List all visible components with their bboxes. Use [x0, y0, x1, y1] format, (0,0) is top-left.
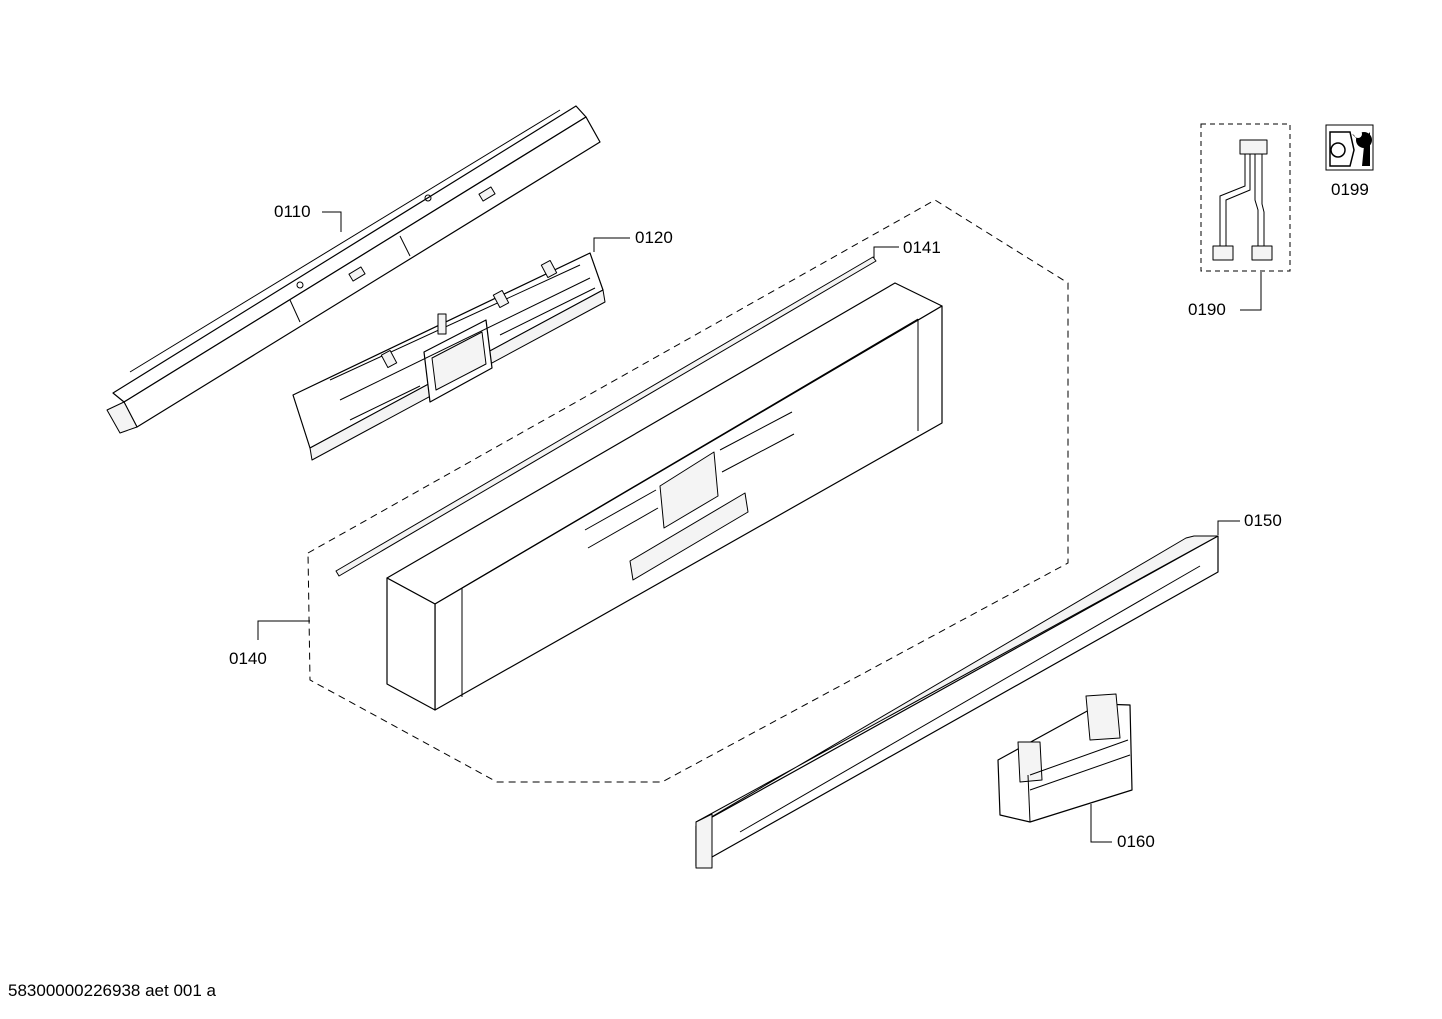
part-0140-control-panel[interactable] [386, 282, 943, 711]
part-0199-service-kit[interactable] [1325, 124, 1374, 171]
label-0120: 0120 [635, 228, 673, 247]
label-0150: 0150 [1244, 511, 1282, 530]
label-0190: 0190 [1188, 300, 1226, 319]
callout-0150: 0150 [1217, 511, 1282, 535]
label-0199: 0199 [1331, 180, 1369, 199]
group-outline-0140 [307, 199, 1069, 783]
label-0140: 0140 [229, 649, 267, 668]
callout-0141: 0141 [873, 238, 941, 258]
label-0110: 0110 [274, 202, 311, 221]
callout-0190: 0190 [1188, 272, 1262, 319]
part-0190-wiring-harness[interactable] [1200, 123, 1291, 272]
part-0150-lower-strip[interactable] [695, 535, 1219, 869]
part-0110-rail[interactable] [106, 105, 601, 434]
nut-icon [1329, 131, 1355, 167]
callout-0120: 0120 [593, 228, 673, 252]
wrench-icon [1352, 130, 1372, 166]
part-0160-bracket[interactable] [997, 693, 1133, 823]
part-0141-seal-strip[interactable] [335, 256, 877, 577]
callout-0140: 0140 [229, 620, 310, 668]
callout-0110: 0110 [274, 202, 342, 232]
label-0141: 0141 [903, 238, 941, 257]
part-0120-module[interactable] [292, 252, 606, 461]
callout-0160: 0160 [1090, 804, 1155, 851]
label-0160: 0160 [1117, 832, 1155, 851]
footer-document-code: 58300000226938 aet 001 a [8, 981, 216, 1000]
